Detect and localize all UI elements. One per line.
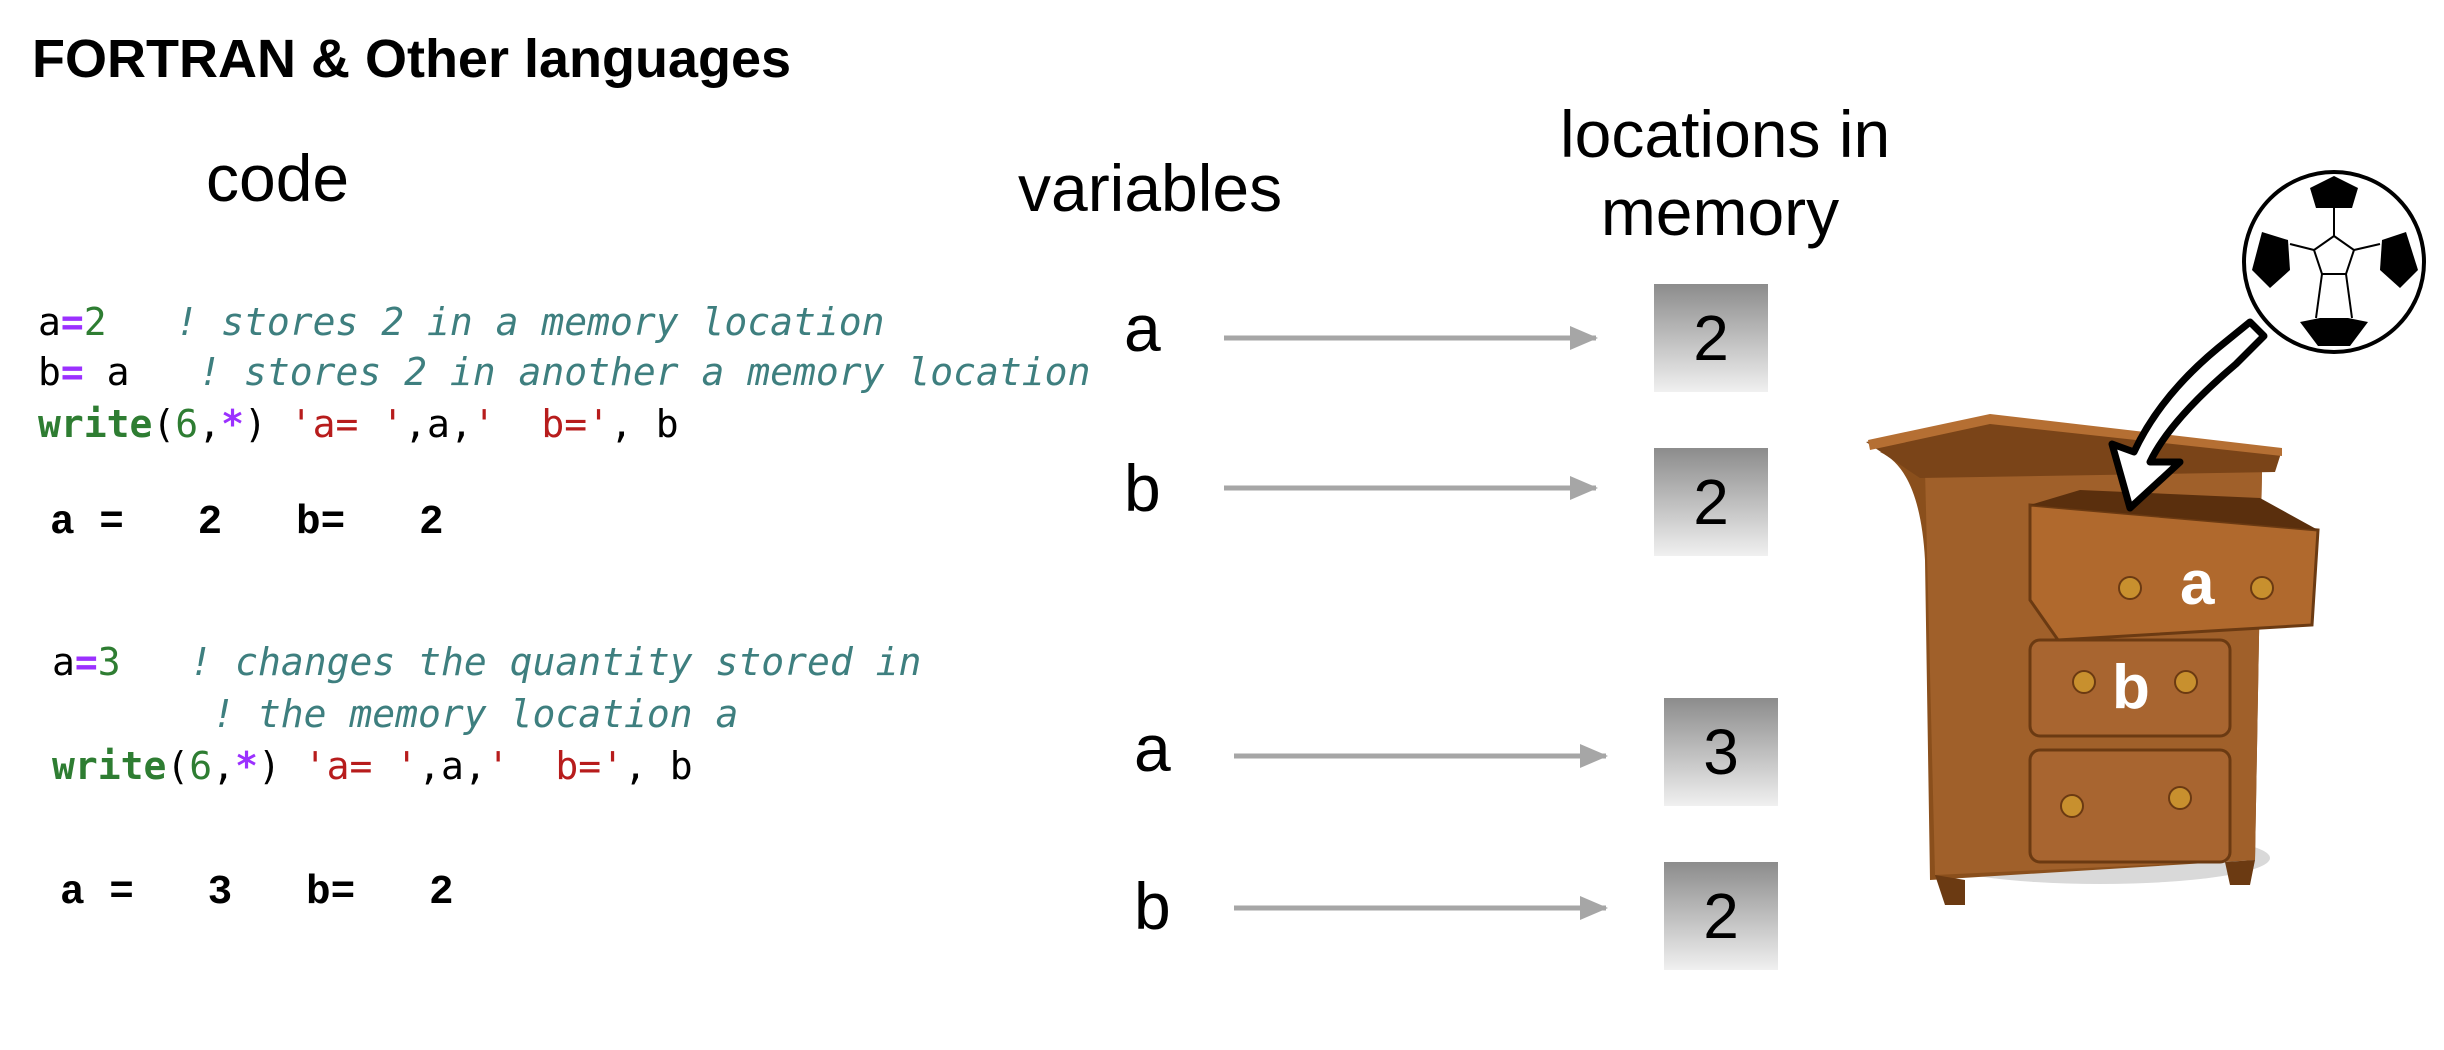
code-number: 3 bbox=[97, 640, 121, 684]
variable-label-a: a bbox=[1124, 291, 1161, 365]
code-string: ' b=' bbox=[472, 402, 611, 446]
program-output-1: a = 2 b= 2 bbox=[50, 500, 444, 546]
knob bbox=[2072, 670, 2096, 694]
code-keyword: write bbox=[38, 402, 153, 446]
code-string: 'a= ' bbox=[303, 744, 419, 788]
code-operator: * bbox=[235, 744, 258, 788]
code-paren: ) bbox=[243, 402, 267, 446]
code-comment: ! changes the quantity stored in bbox=[189, 640, 922, 684]
program-output-2: a = 3 b= 2 bbox=[60, 870, 454, 916]
knob bbox=[2060, 794, 2084, 818]
knob bbox=[2118, 576, 2142, 600]
memory-header: locations in memory bbox=[1560, 95, 1891, 251]
code-keyword: write bbox=[52, 744, 167, 788]
code-paren: ( bbox=[166, 744, 190, 788]
memory-cell: 3 bbox=[1664, 698, 1778, 806]
code-comma: , bbox=[212, 744, 236, 788]
drawer-bottom bbox=[2028, 748, 2232, 864]
code-args: , b bbox=[610, 402, 679, 446]
code-var: a bbox=[52, 640, 75, 684]
memory-header-line1: locations in bbox=[1560, 97, 1891, 171]
code-line-comment-cont: ! the memory location a bbox=[52, 692, 738, 736]
drawer-label-b: b bbox=[2112, 653, 2150, 722]
code-line-b-equals-a: b= a ! stores 2 in another a memory loca… bbox=[38, 350, 1090, 394]
knob bbox=[2168, 786, 2192, 810]
dresser-icon bbox=[1866, 414, 2320, 905]
drawer-label-a: a bbox=[2180, 549, 2215, 618]
variables-header: variables bbox=[1018, 151, 1283, 225]
code-string: 'a= ' bbox=[289, 402, 405, 446]
variable-label-b: b bbox=[1124, 451, 1161, 525]
code-number: 2 bbox=[83, 300, 107, 344]
code-var: a bbox=[106, 350, 130, 394]
code-number: 6 bbox=[189, 744, 213, 788]
code-operator: = bbox=[74, 640, 98, 684]
code-comma: , bbox=[198, 402, 222, 446]
code-line-a-equals-3: a=3 ! changes the quantity stored in bbox=[52, 640, 921, 684]
code-comment: ! stores 2 in a memory location bbox=[175, 300, 885, 344]
code-line-write-1: write(6,*) 'a= ',a,' b=', b bbox=[38, 402, 679, 446]
memory-cell: 2 bbox=[1654, 284, 1768, 392]
knob bbox=[2174, 670, 2198, 694]
knob bbox=[2250, 576, 2274, 600]
code-line-write-2: write(6,*) 'a= ',a,' b=', b bbox=[52, 744, 693, 788]
code-comment: ! the memory location a bbox=[212, 692, 739, 736]
code-args: , b bbox=[624, 744, 693, 788]
code-var: a bbox=[38, 300, 61, 344]
memory-cell: 2 bbox=[1664, 862, 1778, 970]
code-args: ,a, bbox=[404, 402, 473, 446]
code-line-a-equals-2: a=2 ! stores 2 in a memory location bbox=[38, 300, 885, 344]
code-operator: = bbox=[60, 350, 84, 394]
variable-label-b: b bbox=[1134, 869, 1171, 943]
slide-title: FORTRAN & Other languages bbox=[32, 29, 792, 89]
memory-cell: 2 bbox=[1654, 448, 1768, 556]
drawer-middle bbox=[2028, 638, 2232, 738]
code-number: 6 bbox=[175, 402, 199, 446]
code-header: code bbox=[206, 141, 350, 215]
variable-label-a: a bbox=[1134, 711, 1171, 785]
code-args: ,a, bbox=[418, 744, 487, 788]
curved-arrow-icon bbox=[2108, 318, 2268, 512]
code-comment: ! stores 2 in another a memory location bbox=[198, 350, 1091, 394]
code-paren: ) bbox=[257, 744, 281, 788]
code-operator: * bbox=[221, 402, 244, 446]
code-paren: ( bbox=[152, 402, 176, 446]
code-var: b bbox=[38, 350, 61, 394]
code-operator: = bbox=[60, 300, 84, 344]
code-string: ' b=' bbox=[486, 744, 625, 788]
soccer-ball-icon bbox=[2242, 170, 2426, 354]
memory-header-line2: memory bbox=[1600, 175, 1840, 249]
